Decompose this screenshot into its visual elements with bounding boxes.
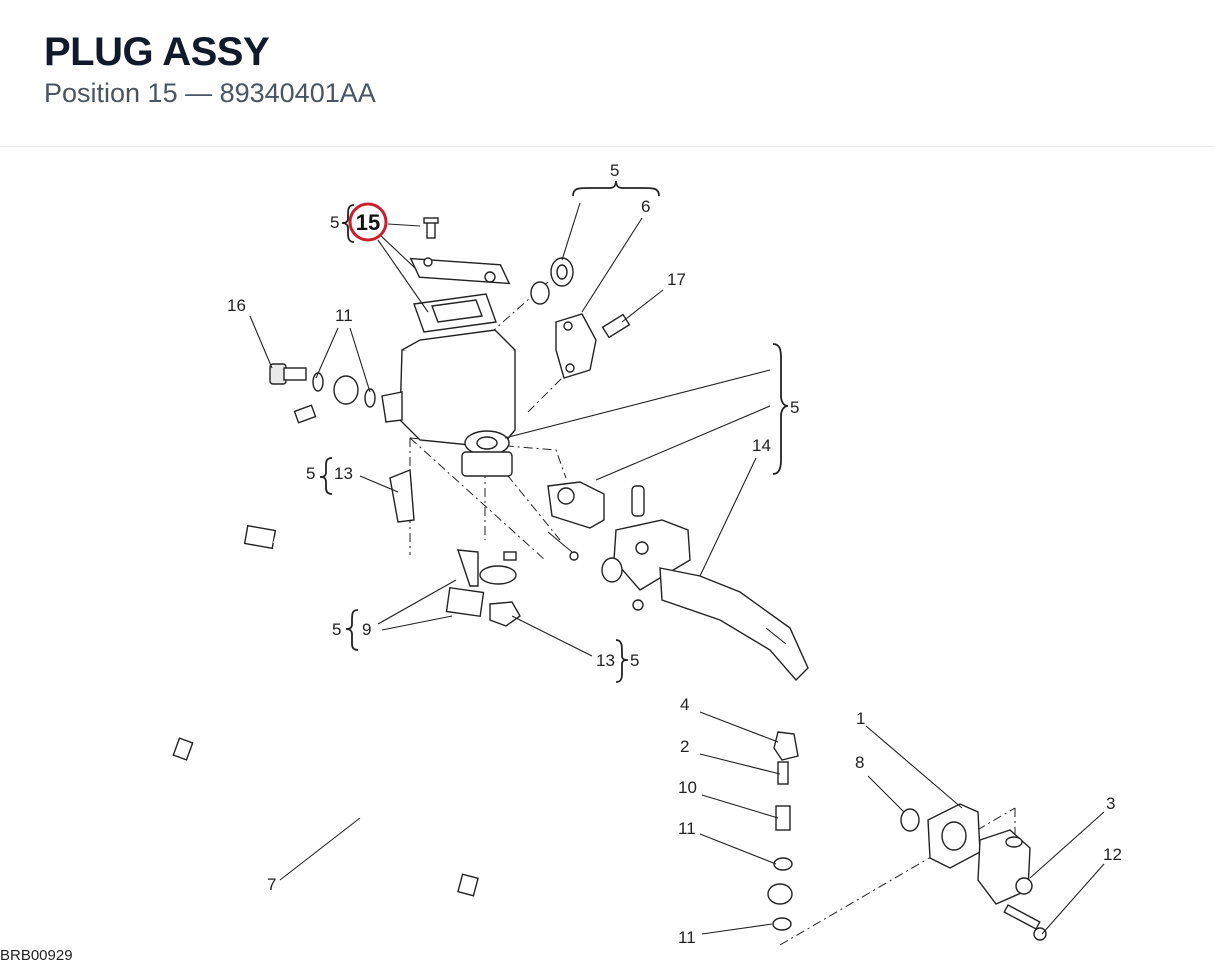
- master-cylinder: [381, 329, 516, 477]
- callout-11[interactable]: 11: [335, 306, 353, 325]
- upper-right-parts: [530, 257, 631, 379]
- clutch-switch: [243, 468, 579, 627]
- callout-5[interactable]: 5: [790, 398, 799, 417]
- callout-7[interactable]: 7: [267, 875, 276, 894]
- drawing-code: BRB00929: [0, 947, 73, 964]
- callout-13[interactable]: 13: [596, 651, 615, 670]
- callout-16[interactable]: 16: [227, 296, 246, 315]
- page-title: PLUG ASSY: [44, 30, 270, 74]
- callout-11[interactable]: 11: [678, 819, 696, 838]
- banjo-bolt-assembly: [269, 363, 376, 408]
- callout-8[interactable]: 8: [855, 753, 864, 772]
- callout-5[interactable]: 5: [630, 651, 639, 670]
- page-subtitle: Position 15 — 89340401AA: [44, 78, 376, 108]
- callout-3[interactable]: 3: [1106, 794, 1115, 813]
- clutch-hose: [104, 404, 773, 897]
- callout-17[interactable]: 17: [667, 270, 686, 289]
- callout-9[interactable]: 9: [362, 620, 371, 639]
- callout-13[interactable]: 13: [334, 464, 353, 483]
- exploded-parts-diagram: 15 5 5 6 17 16 11 5 14 5 13 5 9 13 5 4 2…: [0, 147, 1214, 964]
- callout-5[interactable]: 5: [330, 213, 339, 232]
- callout-12[interactable]: 12: [1103, 845, 1122, 864]
- highlighted-position-15[interactable]: 15: [348, 202, 388, 242]
- leader-lines: [249, 202, 1105, 935]
- callout-4[interactable]: 4: [680, 695, 689, 714]
- header: PLUG ASSY Position 15 — 89340401AA: [0, 0, 1214, 147]
- callout-2[interactable]: 2: [680, 737, 689, 756]
- callout-5[interactable]: 5: [332, 620, 341, 639]
- callout-15[interactable]: 15: [356, 210, 380, 235]
- callout-1[interactable]: 1: [856, 709, 865, 728]
- callout-5[interactable]: 5: [610, 161, 619, 180]
- reservoir-cap: [409, 217, 511, 333]
- bleeder-assembly: [767, 731, 799, 931]
- callout-5[interactable]: 5: [306, 464, 315, 483]
- callout-6[interactable]: 6: [641, 197, 650, 216]
- callout-10[interactable]: 10: [678, 778, 697, 797]
- slave-cylinder: [900, 803, 1047, 941]
- callout-14[interactable]: 14: [752, 436, 771, 455]
- clutch-lever: [547, 481, 809, 682]
- group-braces: [319, 180, 789, 683]
- highlight-ring: [348, 202, 388, 242]
- callout-labels: 5 5 6 17 16 11 5 14 5 13 5 9 13 5 4 2 10…: [227, 161, 1122, 947]
- callout-11[interactable]: 11: [678, 928, 696, 947]
